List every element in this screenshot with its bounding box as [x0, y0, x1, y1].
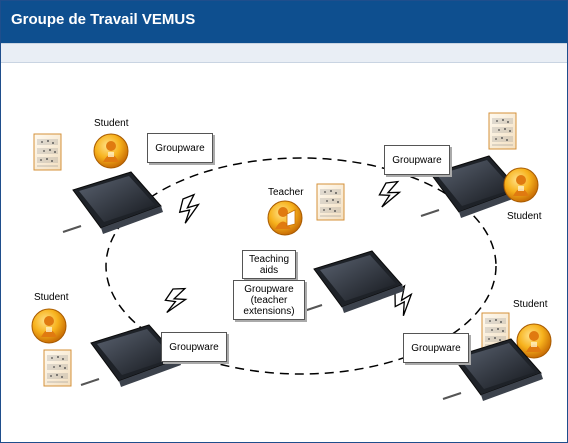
- slide-title: Groupe de Travail VEMUS: [11, 11, 196, 28]
- student-avatar-icon: [31, 308, 67, 344]
- title-stripe: [1, 43, 567, 63]
- title-bar: Groupe de Travail VEMUS: [1, 1, 567, 43]
- groupware-box: Groupware: [161, 332, 227, 362]
- student-label: Student: [507, 211, 542, 222]
- student-label: Student: [94, 118, 129, 129]
- sheet-music-icon: [488, 112, 517, 150]
- network-ring: [105, 157, 497, 375]
- lightning-icon: [179, 193, 200, 224]
- student-label: Student: [34, 292, 69, 303]
- lightning-icon: [160, 283, 190, 318]
- groupware-box: Groupware: [384, 145, 450, 175]
- tablet-laptop-icon: [62, 171, 164, 235]
- tablet-laptop-icon: [303, 250, 405, 314]
- student-avatar-icon: [93, 133, 129, 169]
- teacher-avatar-icon: [267, 200, 303, 236]
- groupware-teacher-extensions-box: Groupware (teacher extensions): [233, 280, 305, 320]
- sheet-music-icon: [33, 133, 62, 171]
- student-avatar-icon: [503, 167, 539, 203]
- groupware-box: Groupware: [403, 333, 469, 363]
- sheet-music-icon: [43, 349, 72, 387]
- sheet-music-icon: [316, 183, 345, 221]
- lightning-icon: [375, 177, 403, 212]
- groupware-box: Groupware: [147, 133, 213, 163]
- teacher-label: Teacher: [268, 187, 304, 198]
- student-label: Student: [513, 299, 548, 310]
- teaching-aids-box: Teaching aids: [242, 250, 296, 279]
